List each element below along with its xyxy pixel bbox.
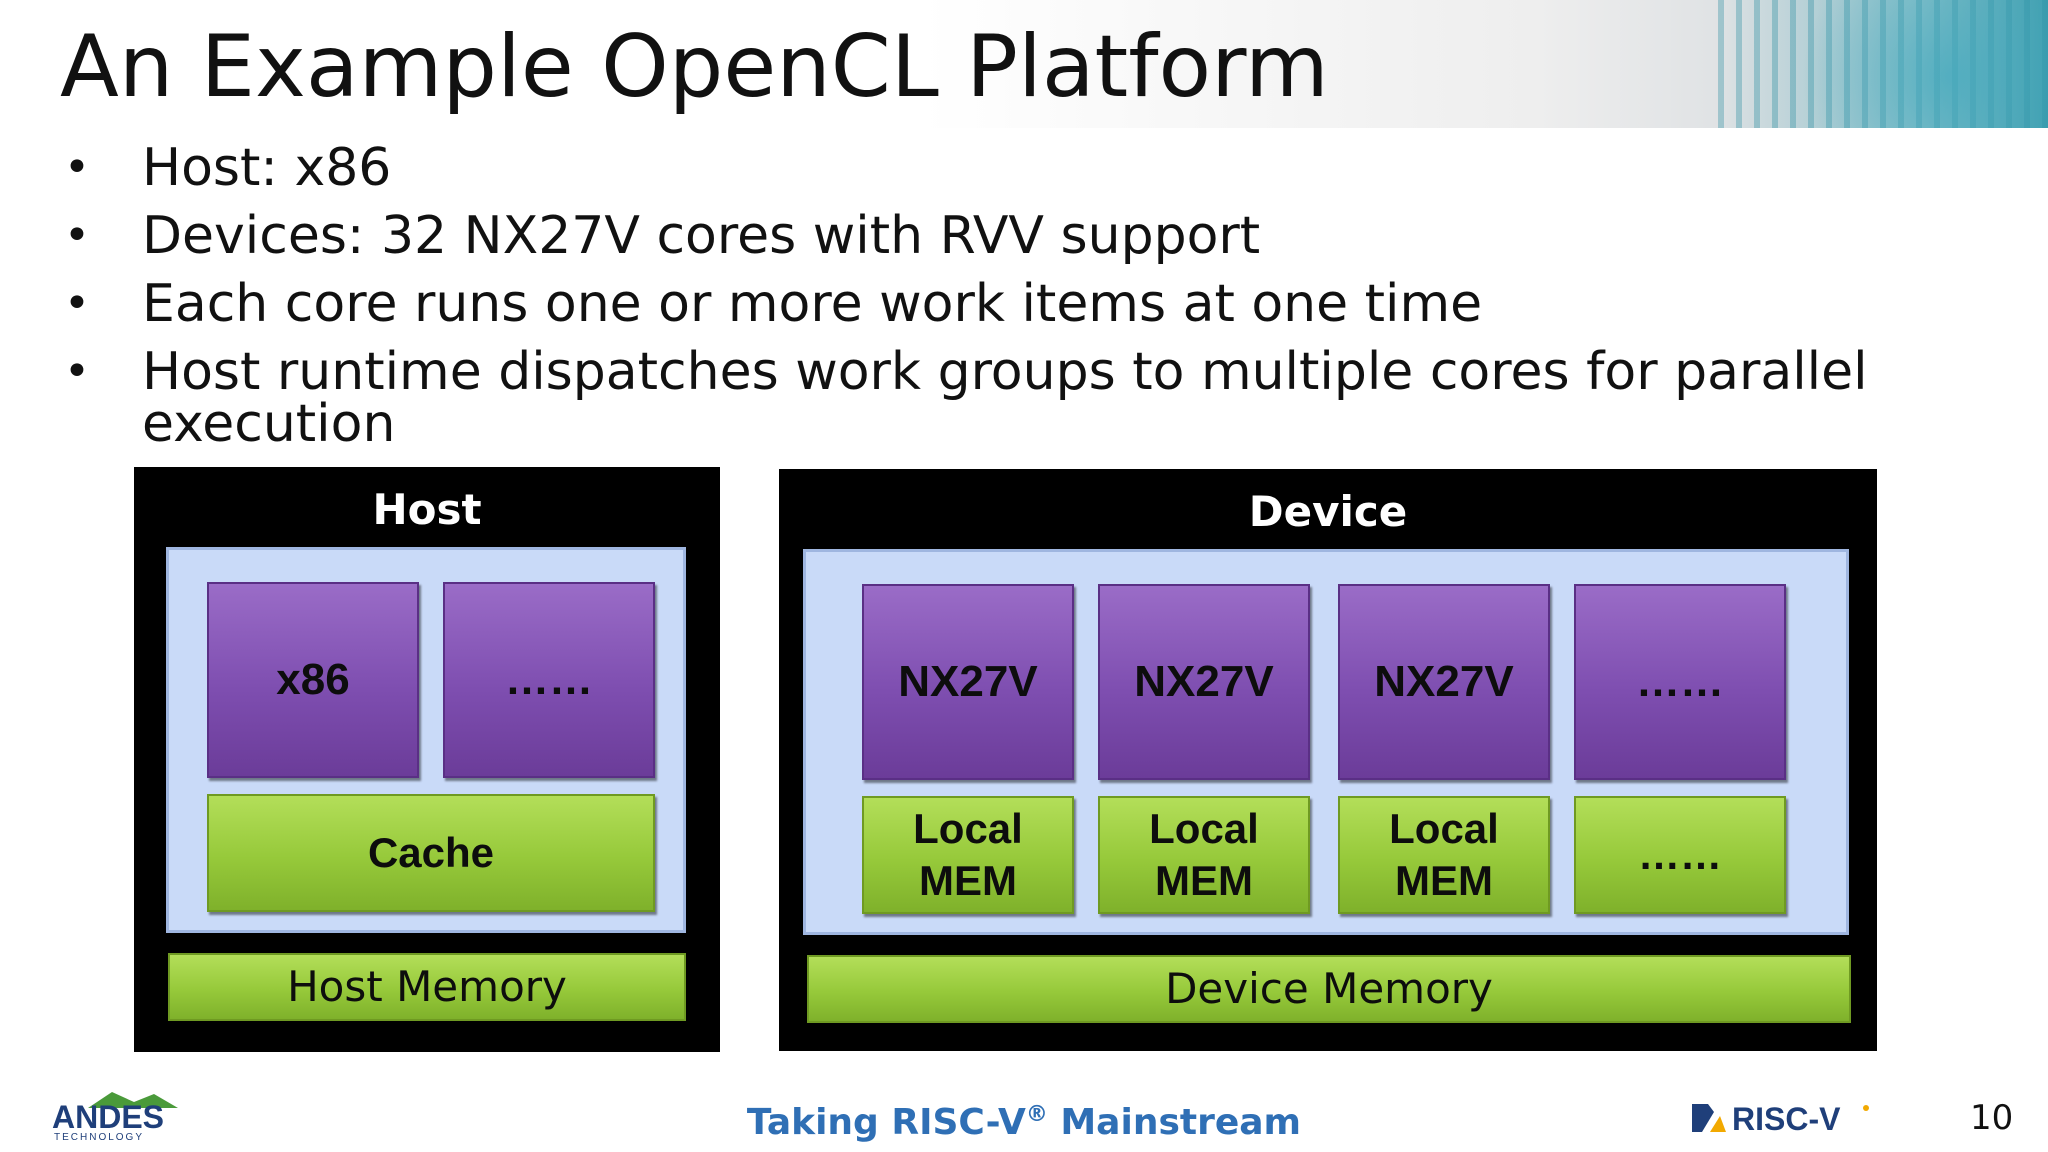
device-core-more: …… <box>1574 584 1786 780</box>
registered-mark: ® <box>1025 1102 1048 1127</box>
svg-text:TECHNOLOGY: TECHNOLOGY <box>54 1132 144 1142</box>
bullet-dot-icon: • <box>64 278 90 329</box>
bullet-text: Host: x86 <box>142 138 392 198</box>
andes-logo-icon: ANDES TECHNOLOGY <box>52 1092 178 1142</box>
bullet-item: •Host runtime dispatches work groups to … <box>60 346 1960 450</box>
device-core-nx27v: NX27V <box>1098 584 1310 780</box>
host-cache: Cache <box>207 794 655 912</box>
bullet-text: Host runtime dispatches work groups to m… <box>142 342 1868 454</box>
page-number: 10 <box>1970 1098 2014 1138</box>
svg-text:RISC-V: RISC-V <box>1732 1101 1841 1137</box>
bullet-dot-icon: • <box>64 142 90 193</box>
risc-v-logo-icon: RISC-V <box>1692 1101 1869 1137</box>
host-core-x86: x86 <box>207 582 419 778</box>
device-core-nx27v: NX27V <box>862 584 1074 780</box>
device-local-mem: Local MEM <box>1098 796 1310 914</box>
bullet-dot-icon: • <box>64 346 90 397</box>
corner-decoration <box>1718 0 2048 128</box>
device-memory: Device Memory <box>807 955 1851 1023</box>
svg-text:ANDES: ANDES <box>52 1099 164 1135</box>
device-inner-area: NX27V NX27V NX27V …… Local MEM Local MEM… <box>803 549 1849 935</box>
footer-tagline: Taking RISC-V® Mainstream <box>0 1102 2048 1143</box>
tagline-prefix: Taking RISC-V <box>746 1102 1026 1143</box>
device-local-mem: Local MEM <box>1338 796 1550 914</box>
device-title: Device <box>1248 487 1408 536</box>
bullet-item: •Devices: 32 NX27V cores with RVV suppor… <box>60 210 1960 262</box>
bullet-dot-icon: • <box>64 210 90 261</box>
tagline-suffix: Mainstream <box>1047 1102 1302 1143</box>
bullet-item: •Each core runs one or more work items a… <box>60 278 1960 330</box>
device-panel: Device NX27V NX27V NX27V …… Local MEM Lo… <box>779 469 1877 1051</box>
host-title: Host <box>372 485 482 534</box>
host-inner-area: x86 …… Cache <box>166 547 686 933</box>
bullet-text: Each core runs one or more work items at… <box>142 274 1483 334</box>
host-panel: Host x86 …… Cache Host Memory <box>134 467 720 1052</box>
device-core-nx27v: NX27V <box>1338 584 1550 780</box>
host-core-more: …… <box>443 582 655 778</box>
device-local-mem: Local MEM <box>862 796 1074 914</box>
slide-title: An Example OpenCL Platform <box>60 17 1329 117</box>
bullet-item: •Host: x86 <box>60 142 1960 194</box>
bullet-list: •Host: x86 •Devices: 32 NX27V cores with… <box>60 142 1960 466</box>
bullet-text: Devices: 32 NX27V cores with RVV support <box>142 206 1261 266</box>
host-memory: Host Memory <box>168 953 686 1021</box>
title-band <box>0 0 2048 128</box>
device-local-mem-more: …… <box>1574 796 1786 914</box>
